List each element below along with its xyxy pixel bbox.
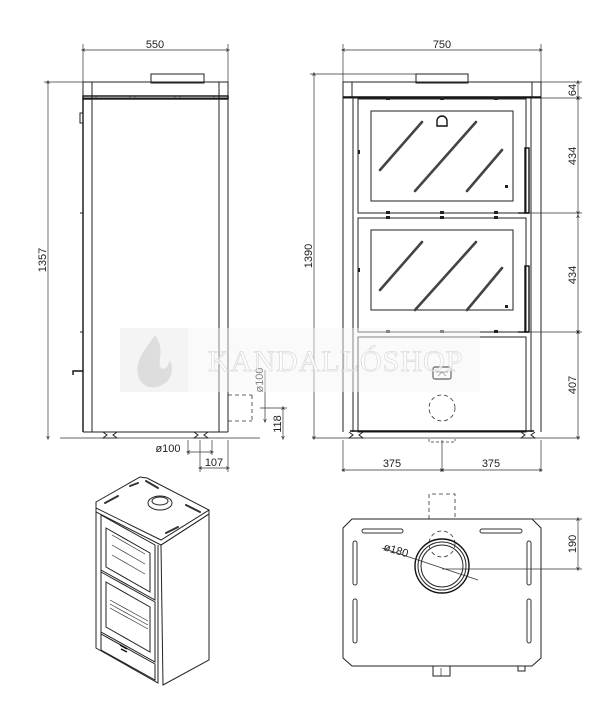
top-flue-offset-label: 190: [567, 535, 579, 553]
flame-icon: [137, 335, 172, 388]
watermark-brand: KANDALLÓSHOP: [208, 345, 463, 378]
bottom-flue-diameter-label: ø100: [155, 443, 180, 455]
front-height-label: 1390: [303, 244, 315, 268]
watermark: KANDALLÓSHOP: [120, 328, 480, 392]
middle-door-label: 434: [567, 266, 579, 284]
bottom-flue-outlet: [428, 394, 456, 422]
flue-height-label: 118: [272, 415, 284, 433]
side-width-label: 550: [146, 39, 164, 51]
rear-flue-diameter-label: ø100: [254, 367, 266, 392]
iso-flue-collar: [147, 495, 173, 511]
top-view: ø180 190: [342, 493, 582, 677]
front-flue-collar: [415, 73, 469, 84]
top-view-rear-flue: [428, 493, 456, 519]
thermometer-icon: [436, 115, 448, 127]
side-top-plate: [82, 81, 229, 99]
front-top-plate: [342, 81, 542, 99]
firebox-door-glass: [370, 229, 514, 311]
upper-door-glass: [370, 110, 514, 202]
top-segment-label: 64: [567, 84, 579, 96]
rear-offset-label: 107: [205, 457, 223, 469]
firebox-door: [357, 217, 527, 333]
side-flue-collar: [150, 73, 205, 84]
top-view-outline: [342, 518, 542, 667]
front-width-label: 750: [433, 39, 451, 51]
air-control-icon: [432, 366, 452, 380]
isometric-view: [95, 476, 211, 686]
top-flue-diameter-label: ø180: [382, 541, 409, 560]
upper-door-label: 434: [567, 147, 579, 165]
side-view: 550 1357: [37, 39, 287, 472]
side-height-label: 1357: [37, 248, 49, 272]
bottom-segment-label: 407: [567, 376, 579, 394]
top-flue-outlet: [414, 538, 470, 594]
right-half-label: 375: [482, 458, 500, 470]
front-view: 750: [303, 39, 582, 472]
ash-drawer: [357, 336, 527, 433]
firebox-door-hinge: [524, 265, 530, 333]
left-half-label: 375: [383, 458, 401, 470]
upper-door-hinge: [524, 147, 530, 214]
